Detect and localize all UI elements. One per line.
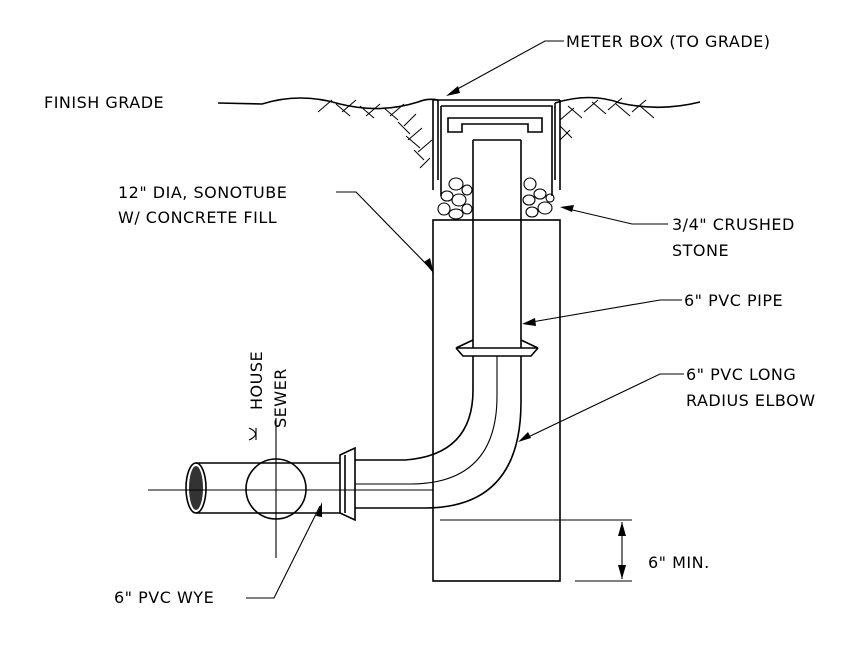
sonotube-arrow (424, 258, 434, 274)
crushed-stone (437, 177, 555, 220)
house-label: HOUSE (247, 351, 266, 410)
pvc-elbow-centerline (355, 356, 498, 485)
house-sewer-pipe (196, 462, 340, 514)
meter-box-lid-outer (440, 105, 553, 196)
dimension-arrow-top (618, 522, 626, 536)
house-sewer-pipe-end (185, 462, 207, 514)
house-sewer-pipe-end-fill (189, 466, 203, 510)
sonotube-label-1: 12" DIA, SONOTUBE (118, 183, 287, 202)
pvc-pipe-leader (525, 299, 682, 324)
meter-box-lid-inner (447, 117, 543, 133)
wye-label: 6" PVC WYE (114, 588, 214, 607)
elbow-label-1: 6" PVC LONG (686, 365, 796, 384)
meter-box-arrow (446, 86, 460, 96)
ground-line (217, 96, 701, 110)
ground-hatch (317, 97, 655, 169)
pvc-elbow-inner (355, 356, 522, 509)
pvc-pipe-coupling (455, 339, 539, 357)
dimension-arrow-bottom (618, 565, 626, 579)
stone-leader (563, 207, 668, 225)
elbow-label-2: RADIUS ELBOW (686, 391, 816, 410)
finish-grade-label: FINISH GRADE (44, 93, 164, 112)
elbow-leader (521, 373, 684, 441)
pvc-pipe (472, 139, 522, 348)
sonotube (432, 219, 561, 582)
meter-box-leader (451, 40, 564, 93)
sonotube-label-2: W/ CONCRETE FILL (118, 208, 277, 227)
pvc-wye (339, 446, 356, 522)
pvc-pipe-arrow (522, 318, 536, 326)
pvc-elbow-outer (355, 356, 474, 461)
stone-label-1: 3/4" CRUSHED (672, 215, 795, 234)
sonotube-leader (336, 191, 433, 271)
stone-arrow (560, 205, 574, 212)
meter-box (432, 99, 561, 190)
wye-arrow (316, 502, 322, 517)
pvc-pipe-label: 6" PVC PIPE (684, 291, 783, 310)
meter-box-label: METER BOX (TO GRADE) (566, 32, 771, 51)
elbow-arrow (518, 432, 531, 442)
centerline-symbol (248, 427, 257, 441)
wye-leader (246, 505, 321, 599)
min-depth-label: 6" MIN. (648, 553, 710, 572)
sewer-label: SEWER (271, 368, 290, 428)
dimension-line (440, 519, 632, 582)
stone-label-2: STONE (672, 241, 729, 260)
